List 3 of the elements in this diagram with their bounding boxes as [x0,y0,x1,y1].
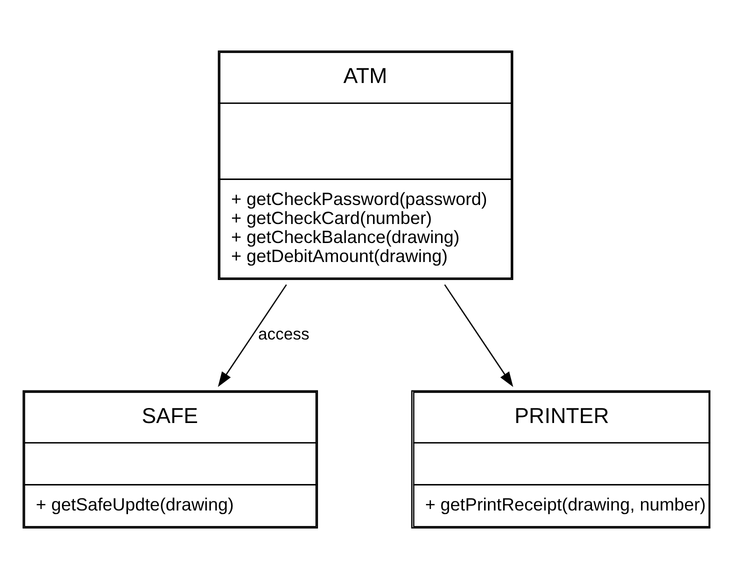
edge-label: access [258,325,310,344]
arrow [218,284,287,388]
arrow [444,284,514,388]
